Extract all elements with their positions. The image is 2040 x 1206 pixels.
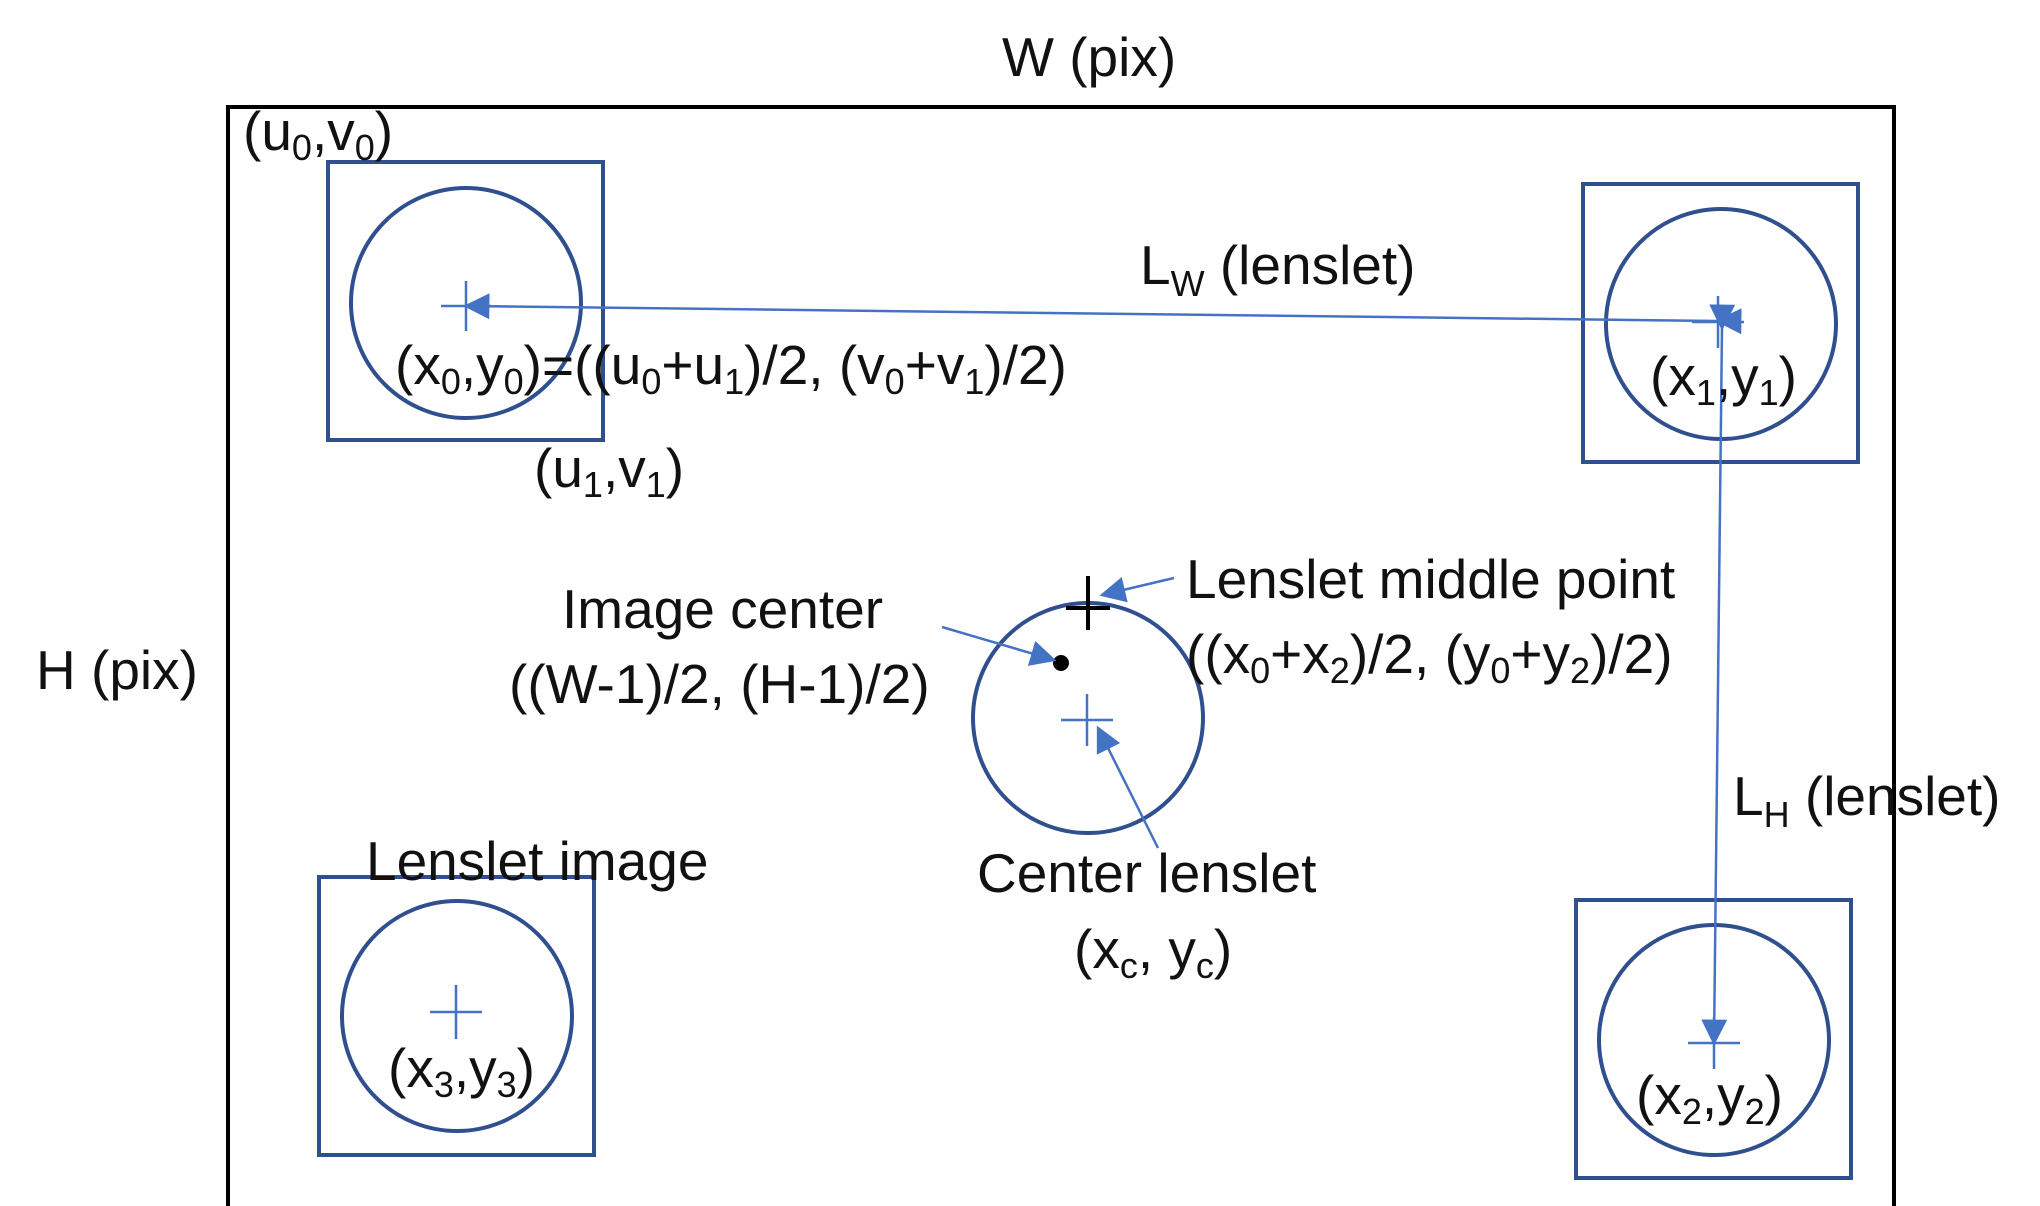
lh-label: LH (lenslet) [1733,765,2001,835]
image-center-title: Image center [562,578,883,640]
lh-distance-arrow [1701,304,1736,1046]
coord-x2y2: (x2,y2) [1636,1064,1783,1132]
coord-u0v0: (u0,v0) [243,100,393,168]
center-lenslet-pointer [1096,725,1160,849]
lenslet-top-left [326,160,605,442]
coord-u1v1: (u1,v1) [534,437,684,505]
coord-x3y3: (x3,y3) [388,1037,535,1105]
lenslet-middle-point-formula: ((x0+x2)/2, (y0+y2)/2) [1186,623,1673,691]
lenslet-image-label: Lenslet image [366,830,708,892]
plus-crosshair-icon [1061,694,1113,746]
lenslet-bounding-box [317,875,596,1157]
center-lenslet-title: Center lenslet [977,842,1316,904]
lenslet-bottom-left [317,875,596,1157]
plus-crosshair-icon [430,985,482,1039]
coord-x1y1: (x1,y1) [1650,345,1797,413]
middle-point-pointer [1099,576,1175,603]
image-frame [226,105,1896,1206]
image-center-formula: ((W-1)/2, (H-1)/2) [509,653,930,715]
coord-x0y0-formula: (x0,y0)=((u0+u1)/2, (v0+v1)/2) [395,334,1067,402]
filled-dot-icon [1053,655,1069,671]
lw-label: LW (lenslet) [1140,234,1415,304]
width-label: W (pix) [1002,26,1176,88]
lenslet-center [971,601,1205,835]
middle-point-cross-icon [1066,576,1110,630]
lenslet-circle [340,899,574,1133]
height-label: H (pix) [36,639,198,701]
lw-distance-arrow [463,293,1742,335]
lenslet-middle-point-title: Lenslet middle point [1186,548,1675,610]
coord-xcyc: (xc, yc) [1074,918,1232,986]
image-center-pointer [941,625,1057,666]
